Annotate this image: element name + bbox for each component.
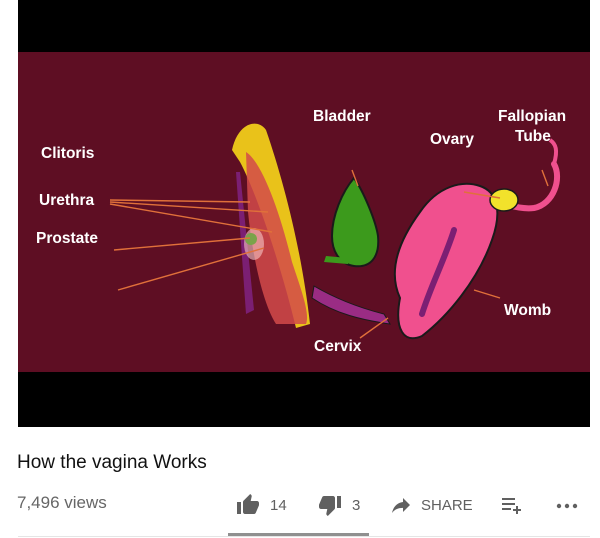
divider xyxy=(18,536,590,537)
like-button[interactable]: 14 xyxy=(236,493,287,517)
label-ovary: Ovary xyxy=(430,131,474,148)
video-title: How the vagina Works xyxy=(17,452,207,473)
label-womb: Womb xyxy=(504,302,551,319)
share-label: SHARE xyxy=(421,496,473,514)
more-horiz-icon xyxy=(555,496,579,516)
more-actions-button[interactable] xyxy=(555,496,579,516)
share-arrow-icon xyxy=(389,493,413,517)
label-cervix: Cervix xyxy=(314,338,362,355)
add-to-playlist-button[interactable] xyxy=(500,496,524,516)
share-button[interactable]: SHARE xyxy=(389,493,473,517)
like-count: 14 xyxy=(270,496,287,514)
anatomy-diagram: Clitoris Urethra Prostate Bladder Ovary … xyxy=(18,52,590,372)
label-prostate: Prostate xyxy=(36,230,98,247)
thumbs-up-icon xyxy=(236,493,260,517)
label-fallopian-line2: Tube xyxy=(515,128,551,145)
label-bladder: Bladder xyxy=(313,108,371,125)
label-clitoris: Clitoris xyxy=(41,145,94,162)
view-count: 7,496 views xyxy=(17,493,107,512)
thumbs-down-icon xyxy=(318,493,342,517)
playlist-add-icon xyxy=(500,496,524,516)
video-player[interactable]: Clitoris Urethra Prostate Bladder Ovary … xyxy=(18,0,590,427)
label-fallopian-line1: Fallopian xyxy=(498,108,566,125)
dislike-count: 3 xyxy=(352,496,361,514)
dislike-button[interactable]: 3 xyxy=(318,493,360,517)
label-urethra: Urethra xyxy=(39,192,95,209)
like-ratio-bar xyxy=(228,533,369,536)
